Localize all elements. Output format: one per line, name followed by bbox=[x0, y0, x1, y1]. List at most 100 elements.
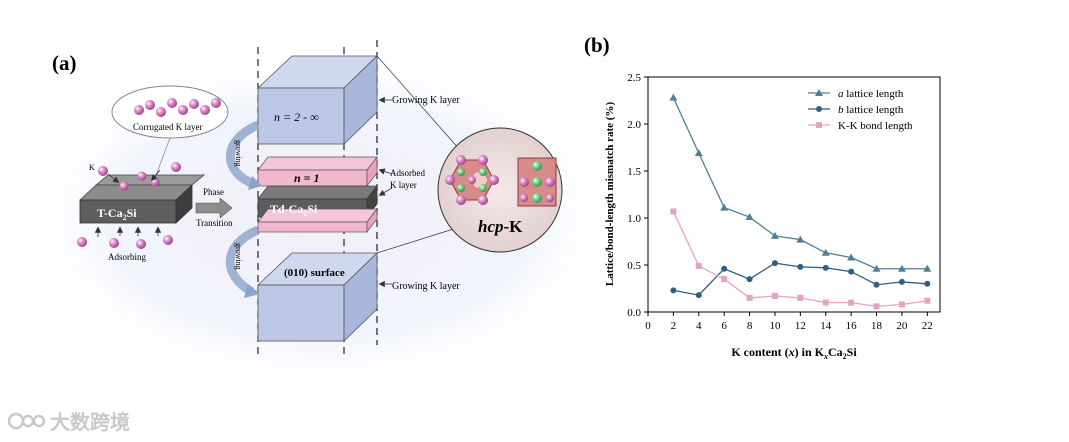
x-tick-label: 18 bbox=[871, 320, 883, 332]
x-tick-label: 10 bbox=[769, 320, 781, 332]
y-axis: 0.0 0.5 1.0 1.5 2.0 2.5 bbox=[627, 72, 648, 319]
adsorbing-label: Adsorbing bbox=[108, 252, 146, 262]
data-point bbox=[670, 287, 677, 294]
y-tick-label: 1.5 bbox=[627, 166, 641, 178]
series-line bbox=[672, 211, 928, 308]
y-tick-label: 2.0 bbox=[627, 119, 641, 131]
data-point bbox=[797, 263, 804, 270]
zoom-lines bbox=[376, 55, 464, 254]
layer-stack bbox=[257, 155, 378, 234]
data-point bbox=[746, 276, 753, 283]
legend-marker bbox=[816, 122, 822, 128]
growing-arrow-label-bottom: growing bbox=[234, 243, 243, 270]
data-point bbox=[873, 281, 880, 288]
growing-arrows: growing growing bbox=[225, 120, 262, 298]
data-point bbox=[796, 235, 805, 243]
x-tick-label: 20 bbox=[896, 320, 908, 332]
data-point bbox=[822, 299, 829, 306]
y-tick-label: 1.0 bbox=[627, 213, 641, 225]
legend-label: b lattice length bbox=[838, 104, 904, 116]
x-axis: 0 2 4 6 8 10 12 14 16 18 20 22 bbox=[645, 312, 933, 332]
block-n-inf bbox=[256, 55, 378, 145]
data-point bbox=[822, 264, 829, 271]
plot-series bbox=[669, 93, 932, 310]
block-surface bbox=[256, 252, 378, 342]
y-tick-label: 0.0 bbox=[627, 307, 641, 319]
data-point bbox=[746, 294, 753, 301]
annotation-arrows bbox=[378, 96, 393, 288]
data-point bbox=[694, 149, 703, 157]
data-point bbox=[670, 208, 677, 215]
data-point bbox=[897, 264, 906, 272]
x-tick-label: 4 bbox=[696, 320, 702, 332]
corrugated-label: Corrugated K layer bbox=[133, 122, 202, 132]
panel-a: (a) Corrugated K layer T-Ca2Si bbox=[20, 40, 620, 390]
watermark-text: 大数跨境 bbox=[50, 410, 130, 434]
phase-label: Phase bbox=[203, 187, 224, 197]
data-point bbox=[924, 280, 931, 287]
data-point bbox=[770, 231, 779, 239]
plot-frame bbox=[647, 76, 941, 313]
data-point bbox=[797, 294, 804, 301]
phase-transition-arrow bbox=[195, 197, 233, 219]
data-point bbox=[695, 262, 702, 269]
legend-label: K-K bond length bbox=[838, 120, 913, 132]
data-point bbox=[923, 264, 932, 272]
x-axis-label: K content (x) in KxCa2Si bbox=[731, 345, 857, 361]
y-tick-label: 2.5 bbox=[627, 72, 641, 84]
n-inf-label: n = 2 - ∞ bbox=[274, 110, 319, 124]
hcp-k-label: hcp-K bbox=[478, 217, 523, 236]
x-tick-label: 22 bbox=[922, 320, 933, 332]
data-point bbox=[924, 297, 931, 304]
x-tick-label: 8 bbox=[747, 320, 753, 332]
adsorbed-label-2: K layer bbox=[390, 180, 417, 190]
data-point bbox=[721, 276, 728, 283]
watermark-logo-icon bbox=[8, 412, 46, 429]
data-point bbox=[848, 268, 855, 275]
data-point bbox=[745, 213, 754, 221]
x-tick-label: 2 bbox=[671, 320, 677, 332]
td-phase-label: Td-Ca2Si bbox=[270, 202, 318, 218]
y-axis-label: Lattice/bond-length mismatch rate (%) bbox=[604, 102, 616, 287]
data-point bbox=[771, 260, 778, 267]
incoming-k-atoms bbox=[98, 162, 181, 191]
x-tick-label: 16 bbox=[846, 320, 858, 332]
panel-a-label: (a) bbox=[52, 51, 77, 75]
growing-k-bottom-label: Growing K layer bbox=[392, 281, 460, 292]
callout-line bbox=[154, 137, 171, 179]
panel-b-label: (b) bbox=[584, 33, 610, 57]
adsorbing-atoms bbox=[77, 226, 173, 249]
legend-label: a lattice length bbox=[838, 88, 904, 100]
data-point bbox=[721, 265, 728, 272]
data-point bbox=[847, 253, 856, 261]
data-point bbox=[821, 248, 830, 256]
k-atom-label: K bbox=[89, 163, 95, 172]
data-point bbox=[771, 293, 778, 300]
hcp-structure bbox=[445, 155, 557, 207]
legend-marker bbox=[816, 106, 822, 112]
corrugated-atoms bbox=[134, 98, 221, 117]
y-tick-label: 0.5 bbox=[627, 260, 641, 272]
data-point bbox=[695, 292, 702, 299]
data-point bbox=[872, 264, 881, 272]
n-one-label: n = 1 bbox=[294, 171, 320, 185]
legend-marker bbox=[815, 89, 823, 96]
x-tick-label: 14 bbox=[820, 320, 832, 332]
x-tick-label: 12 bbox=[795, 320, 806, 332]
data-point bbox=[898, 278, 905, 285]
x-tick-label: 6 bbox=[721, 320, 727, 332]
data-point bbox=[669, 93, 678, 101]
x-tick-label: 0 bbox=[645, 320, 651, 332]
transition-label: Transition bbox=[196, 218, 233, 228]
data-point bbox=[898, 301, 905, 308]
data-point bbox=[848, 299, 855, 306]
surface-label: (010) surface bbox=[284, 267, 345, 279]
adsorbed-label-1: Adsorbed bbox=[390, 168, 425, 178]
t-phase-label: T-Ca2Si bbox=[97, 206, 137, 222]
data-point bbox=[720, 203, 729, 211]
growing-k-top-label: Growing K layer bbox=[392, 95, 460, 106]
data-point bbox=[873, 303, 880, 310]
watermark: 大数跨境 bbox=[8, 406, 130, 435]
